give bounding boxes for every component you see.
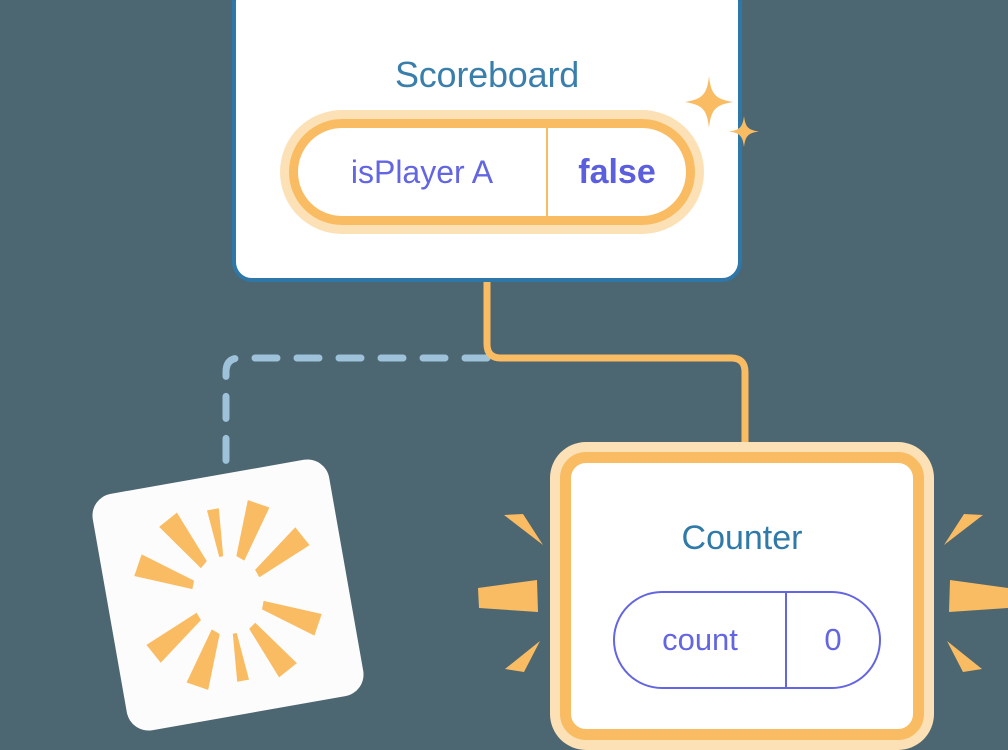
node-counter[interactable]: Counter count 0 <box>560 452 924 740</box>
connector-solid-scoreboard-to-counter <box>483 280 749 466</box>
counter-title: Counter <box>681 519 803 557</box>
blank-card-burst-rays <box>134 500 322 690</box>
counter-burst-rays-left <box>478 514 543 672</box>
blank-card[interactable] <box>89 456 367 734</box>
scoreboard-prop-pill[interactable]: isPlayer A false <box>289 119 695 225</box>
counter-prop-pill[interactable]: count 0 <box>613 591 881 689</box>
connector-dashed-scoreboard-to-blank-card <box>222 354 491 482</box>
node-scoreboard[interactable]: Scoreboard isPlayer A false <box>232 0 759 282</box>
blank-card-group[interactable] <box>89 456 367 734</box>
scoreboard-prop-key: isPlayer A <box>298 128 548 216</box>
scoreboard-title: Scoreboard <box>394 54 580 95</box>
scoreboard-prop-value: false <box>578 152 656 191</box>
counter-prop-value: 0 <box>824 622 842 657</box>
counter-burst-rays-right <box>944 514 1008 672</box>
counter-prop-key: count <box>615 593 787 687</box>
